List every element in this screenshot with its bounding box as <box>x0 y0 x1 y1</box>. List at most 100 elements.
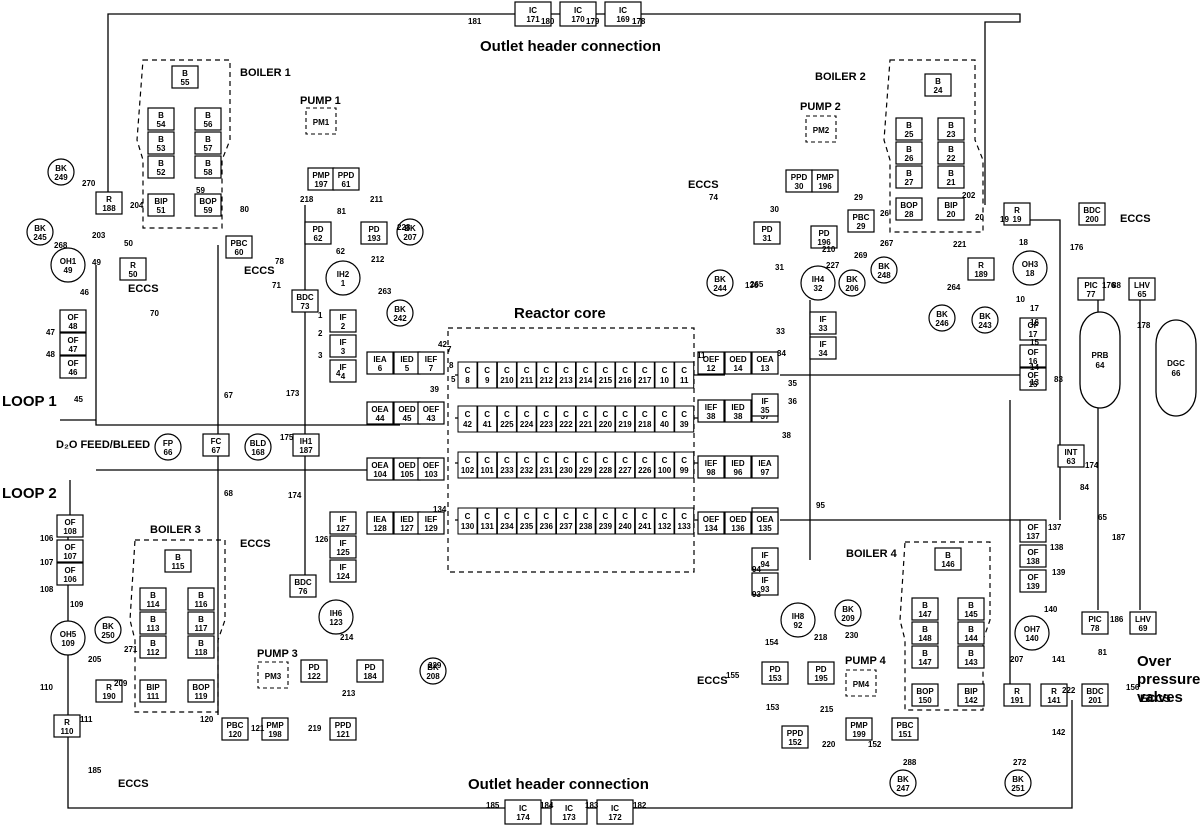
component-oef-12-id: 12 <box>707 364 716 373</box>
link-number: 156 <box>1126 683 1140 692</box>
link-number: 94 <box>752 565 761 574</box>
component-r-190-id: 190 <box>102 692 116 701</box>
component-ppd-121-type: PPD <box>335 721 352 730</box>
core-channel-id: 216 <box>618 376 632 385</box>
pump-motor-p4: PM4 <box>845 669 877 697</box>
circle-fp-66-id: 66 <box>164 448 173 457</box>
component-of-48-type: OF <box>67 313 78 322</box>
boiler-b3-cell-4-type: B <box>198 591 204 600</box>
component-r-110-id: 110 <box>61 727 74 736</box>
component-ief-38-id: 38 <box>707 412 716 421</box>
component-if-4-type: IF <box>339 363 346 372</box>
component-if-35-id: 35 <box>761 406 770 415</box>
boiler4-title: BOILER 4 <box>846 548 898 560</box>
component-ief-7-id: 7 <box>429 364 434 373</box>
component-of-139-id: 139 <box>1026 582 1040 591</box>
component-ief-98-id: 98 <box>707 468 716 477</box>
circle-bk-242-id: 242 <box>393 314 407 323</box>
core-channel-type: C <box>681 456 687 465</box>
component-oed-14-type: OED <box>729 355 747 364</box>
component-of-16-type: OF <box>1027 348 1038 357</box>
component-if-35-type: IF <box>761 397 768 406</box>
boiler-b3-cell-5-id: 117 <box>195 624 208 633</box>
core-channel-type: C <box>504 366 510 375</box>
component-iea-97-id: 97 <box>761 468 770 477</box>
circle-bk-208-type: BK <box>427 663 439 672</box>
boiler-b4-cell-3-id: 147 <box>918 658 932 667</box>
component-ih1-187-type: IH1 <box>300 437 313 446</box>
core-channel-id: 8 <box>465 376 470 385</box>
component-ppd-121-id: 121 <box>336 730 350 739</box>
boiler-b3-cell-8-id: 119 <box>195 692 208 701</box>
component-oef-103-type: OEF <box>423 461 440 470</box>
core-channel-type: C <box>642 410 648 419</box>
boiler-b4-cell-5-type: B <box>968 625 974 634</box>
component-pbc-29-type: PBC <box>853 213 870 222</box>
component-ied-127-id: 127 <box>400 524 414 533</box>
boiler-b1-cell-5-id: 57 <box>204 144 213 153</box>
boiler-outlines <box>129 59 991 713</box>
link-number: 214 <box>340 633 354 642</box>
pump1-title: PUMP 1 <box>300 95 341 107</box>
core-channel-type: C <box>603 512 609 521</box>
core-channel-type: C <box>603 410 609 419</box>
tank-id: 64 <box>1096 361 1105 370</box>
circle-ih2-1-type: IH2 <box>337 270 350 279</box>
link-number: 108 <box>40 585 54 594</box>
link-number: 213 <box>342 689 356 698</box>
component-pbc-120-id: 120 <box>228 730 242 739</box>
circle-bk-209-id: 209 <box>841 614 855 623</box>
component-ppd-30-id: 30 <box>795 182 804 191</box>
component-ied-5-id: 5 <box>405 364 410 373</box>
boiler-b1-cell-2: B53 <box>147 131 175 155</box>
circle-ih6-123-type: IH6 <box>330 609 343 618</box>
component-oef-43-id: 43 <box>427 414 436 423</box>
link-number: 264 <box>947 283 961 292</box>
component-iea-128-id: 128 <box>373 524 387 533</box>
core-channel-id: 99 <box>680 466 689 475</box>
core-channel-id: 235 <box>520 522 534 531</box>
core-channel-r1-1: C9 <box>477 361 498 389</box>
circle-ih8-92-id: 92 <box>794 621 803 630</box>
core-channel-type: C <box>563 512 569 521</box>
boiler-b2-cell-8-id: 28 <box>905 210 914 219</box>
boiler-b4-cell-7-type: BIP <box>964 687 978 696</box>
boiler-b1-cell-6-id: 58 <box>204 168 213 177</box>
circle-oh7-140-id: 140 <box>1025 634 1039 643</box>
component-if-34-id: 34 <box>819 349 828 358</box>
core-channel-id: 225 <box>500 420 514 429</box>
boiler-b3-cell-2-type: B <box>150 615 156 624</box>
loop1-label: LOOP 1 <box>2 393 57 410</box>
link-number: 30 <box>770 205 779 214</box>
component-pbc-60-id: 60 <box>235 248 244 257</box>
core-channel-type: C <box>583 366 589 375</box>
boiler-b3-cell-4-id: 116 <box>195 600 208 609</box>
link-number: 14 <box>1030 363 1039 372</box>
boiler-b2-cell-4-id: 23 <box>947 130 956 139</box>
core-channel-type: C <box>622 410 628 419</box>
link-number: 140 <box>1044 605 1058 614</box>
tank-id: 66 <box>1172 369 1181 378</box>
boiler-b3-cell-1-type: B <box>150 591 156 600</box>
